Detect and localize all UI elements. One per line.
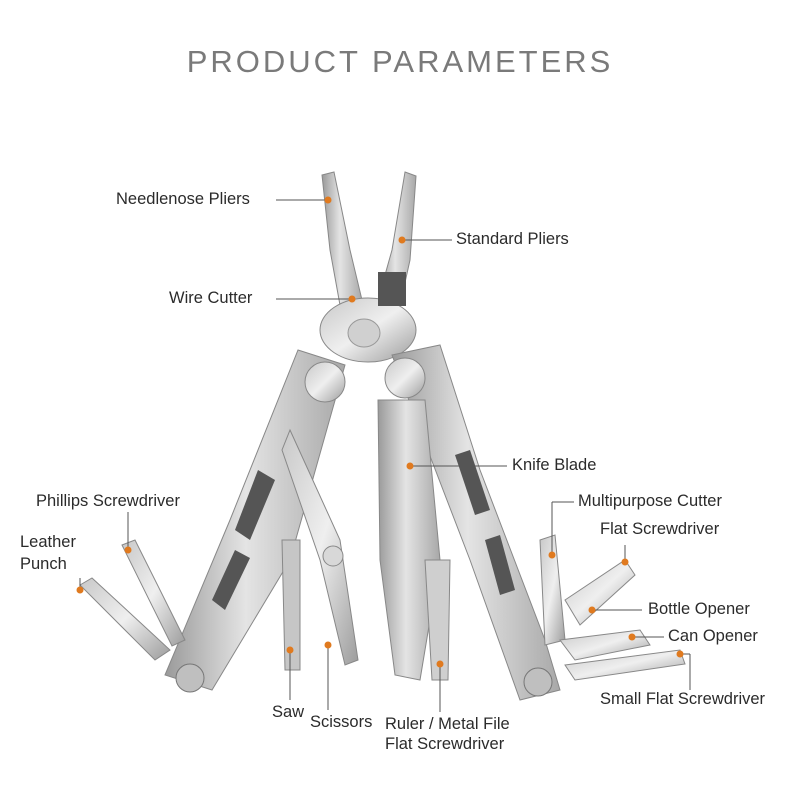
label-phillips-screwdriver: Phillips Screwdriver	[36, 492, 180, 510]
label-needlenose-pliers: Needlenose Pliers	[116, 190, 250, 208]
page-title: PRODUCT PARAMETERS	[186, 44, 614, 79]
label-multipurpose-cutter: Multipurpose Cutter	[578, 492, 722, 510]
ruler-file-tool	[424, 559, 451, 681]
pivot-head	[319, 272, 417, 363]
label-knife-blade: Knife Blade	[512, 456, 597, 474]
label-leather-punch-line1: Leather	[20, 533, 76, 551]
label-small-flat-screwdriver: Small Flat Screwdriver	[600, 690, 766, 708]
right-handle	[384, 344, 561, 701]
knife-blade	[377, 399, 441, 681]
label-standard-pliers: Standard Pliers	[456, 230, 569, 248]
left-tools-fan	[79, 539, 186, 661]
scissors-tool	[281, 428, 359, 666]
label-wire-cutter: Wire Cutter	[169, 289, 253, 307]
label-leather-punch-line2: Punch	[20, 555, 67, 573]
label-flat-screwdriver-bottom: Flat Screwdriver	[385, 735, 505, 753]
label-can-opener: Can Opener	[668, 627, 758, 645]
left-handle	[164, 349, 346, 693]
right-tools-fan	[539, 534, 686, 681]
leader-lines	[79, 199, 691, 712]
label-ruler-metal-file: Ruler / Metal File	[385, 715, 510, 733]
label-bottle-opener: Bottle Opener	[648, 600, 750, 618]
saw-tool	[281, 539, 301, 671]
label-flat-screwdriver-right: Flat Screwdriver	[600, 520, 720, 538]
marker-dots	[76, 196, 684, 668]
label-scissors: Scissors	[310, 713, 373, 731]
label-saw: Saw	[272, 703, 305, 721]
needlenose-jaw	[321, 171, 363, 306]
